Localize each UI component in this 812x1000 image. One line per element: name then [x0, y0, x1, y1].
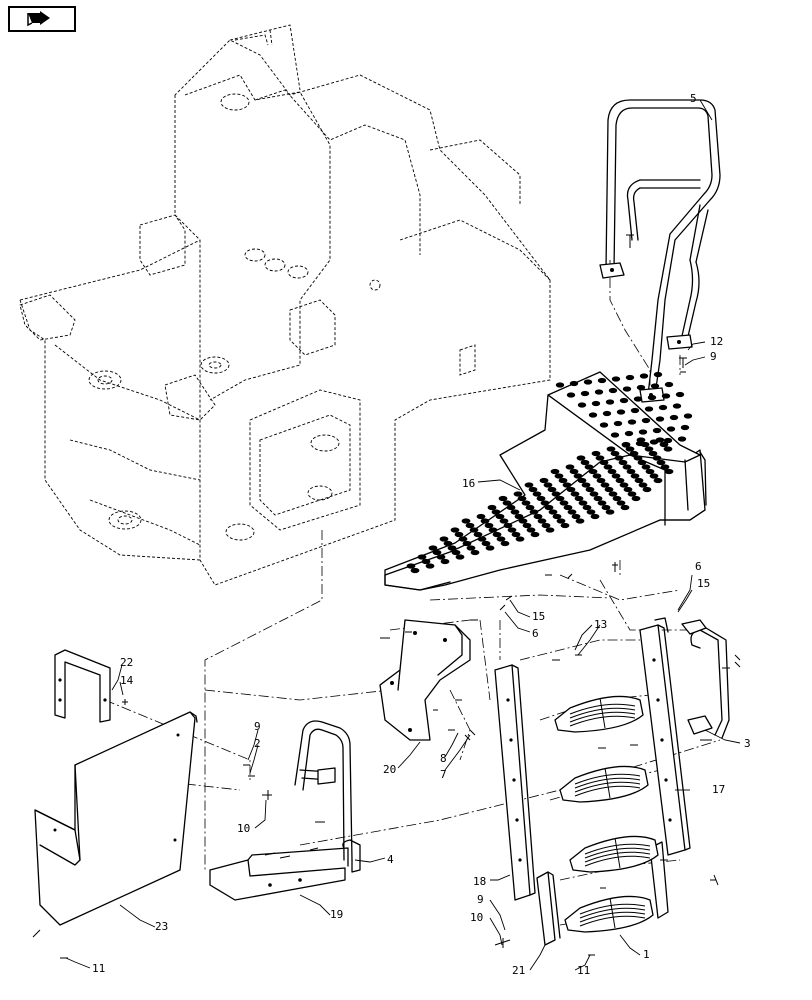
callout-15-center: 15 — [532, 610, 545, 623]
callout-2: 2 — [254, 737, 261, 750]
callout-14: 14 — [120, 674, 134, 687]
callout-4: 4 — [387, 853, 394, 866]
callout-13: 13 — [594, 618, 607, 631]
ladder-steps — [554, 695, 659, 933]
callout-23: 23 — [155, 920, 168, 933]
callout-1: 1 — [643, 948, 650, 961]
lower-side-plates — [536, 841, 669, 946]
guard-mount-bracket — [54, 649, 111, 723]
return-navigation-button[interactable] — [8, 6, 76, 32]
step-mount-bracket — [209, 847, 349, 901]
callout-9-upper: 9 — [710, 350, 717, 363]
callout-labels: 5 12 9 16 15 6 6 15 13 22 14 3 9 2 8 7 2… — [92, 92, 751, 977]
machine-frame-phantom — [19, 24, 551, 586]
callout-15-right: 15 — [697, 577, 710, 590]
callout-11-left: 11 — [92, 962, 105, 975]
callout-19: 19 — [330, 908, 343, 921]
platform-support-bracket — [379, 619, 478, 741]
mud-guard — [34, 711, 198, 926]
callout-16: 16 — [462, 477, 475, 490]
callout-11-right: 11 — [577, 964, 590, 977]
callout-10-lower: 10 — [470, 911, 483, 924]
side-grab-handle — [681, 619, 741, 741]
callout-21: 21 — [512, 964, 525, 977]
lower-handrail — [262, 720, 361, 873]
upper-handrail — [599, 99, 721, 403]
callout-7: 7 — [440, 768, 447, 781]
callout-12: 12 — [710, 335, 723, 348]
handrail-hardware — [626, 234, 687, 373]
callout-18: 18 — [473, 875, 486, 888]
callout-9-lower: 9 — [477, 893, 484, 906]
leader-lines — [65, 99, 741, 971]
assembly-centerlines — [104, 260, 721, 926]
callout-22: 22 — [120, 656, 133, 669]
callout-8: 8 — [440, 752, 447, 765]
callout-6-center: 6 — [532, 627, 539, 640]
callout-20: 20 — [383, 763, 396, 776]
callout-9-left: 9 — [254, 720, 261, 733]
callout-10-left: 10 — [237, 822, 250, 835]
return-arrow-icon — [27, 11, 50, 27]
platform-perforations — [406, 371, 693, 574]
callout-5: 5 — [690, 92, 697, 105]
ladder-side-plates — [494, 617, 691, 901]
callout-6-right: 6 — [695, 560, 702, 573]
callout-3: 3 — [744, 737, 751, 750]
callout-17: 17 — [712, 783, 725, 796]
